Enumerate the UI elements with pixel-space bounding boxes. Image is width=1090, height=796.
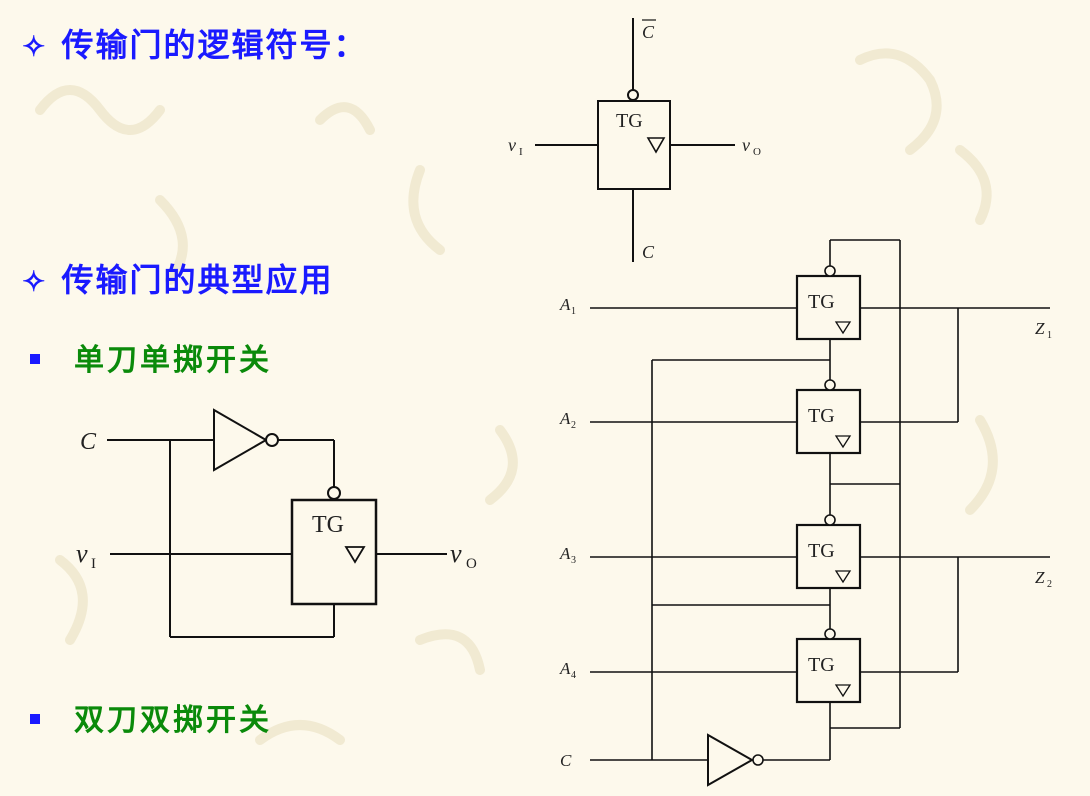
dpdt-input-a2: A (559, 409, 571, 428)
dpdt-input-a3: A (559, 544, 571, 563)
bullet-dpdt-text: 双刀双掷开关 (74, 703, 272, 738)
dpdt-tg3-label: TG (808, 540, 835, 562)
heading-tg-symbol: ✧ 传输门的逻辑符号： (22, 20, 367, 66)
heading-tg-applications-text: 传输门的典型应用 (61, 261, 334, 299)
dpdt-tg1-label: TG (808, 291, 835, 313)
bullet-spst-text: 单刀单掷开关 (74, 343, 272, 378)
diamond-bullet-icon: ✧ (22, 30, 48, 63)
spst-control-label: C (80, 429, 97, 455)
diamond-bullet-icon: ✧ (22, 265, 48, 298)
dpdt-input-a4: A (559, 659, 571, 678)
spst-input-label: v (76, 539, 88, 568)
dpdt-control-label: C (560, 751, 572, 770)
dpdt-input-a3-sub: 3 (571, 555, 576, 566)
dpdt-diagram (590, 239, 1050, 787)
tg-symbol-input: v (508, 135, 516, 155)
dpdt-tg2-label: TG (808, 405, 835, 427)
spst-tg-label: TG (312, 512, 344, 538)
dpdt-output-z2: Z (1035, 568, 1045, 587)
heading-tg-applications: ✧ 传输门的典型应用 (22, 255, 333, 301)
dpdt-input-a2-sub: 2 (571, 420, 576, 431)
spst-diagram (107, 408, 447, 638)
dpdt-input-a1-sub: 1 (571, 306, 576, 317)
square-bullet-icon (30, 354, 40, 364)
bullet-dpdt: 双刀双掷开关 (30, 695, 272, 739)
tg-symbol-label: TG (616, 110, 643, 132)
dpdt-input-a1: A (559, 295, 571, 314)
bullet-spst: 单刀单掷开关 (30, 335, 272, 379)
tg-symbol-control-top: C (642, 22, 655, 42)
heading-tg-symbol-text: 传输门的逻辑符号： (61, 26, 368, 64)
dpdt-input-a4-sub: 4 (571, 670, 576, 681)
dpdt-output-z2-sub: 2 (1047, 579, 1052, 590)
tg-symbol-diagram (535, 18, 735, 262)
spst-output-sub: O (466, 556, 477, 572)
dpdt-output-z1-sub: 1 (1047, 330, 1052, 341)
dpdt-output-z1: Z (1035, 319, 1045, 338)
tg-symbol-output-sub: O (753, 146, 761, 158)
dpdt-tg4-label: TG (808, 654, 835, 676)
spst-output-label: v (450, 539, 462, 568)
square-bullet-icon (30, 714, 40, 724)
tg-symbol-input-sub: I (519, 146, 523, 158)
tg-symbol-control-bottom: C (642, 242, 655, 262)
tg-symbol-output: v (742, 135, 750, 155)
spst-input-sub: I (91, 556, 96, 572)
